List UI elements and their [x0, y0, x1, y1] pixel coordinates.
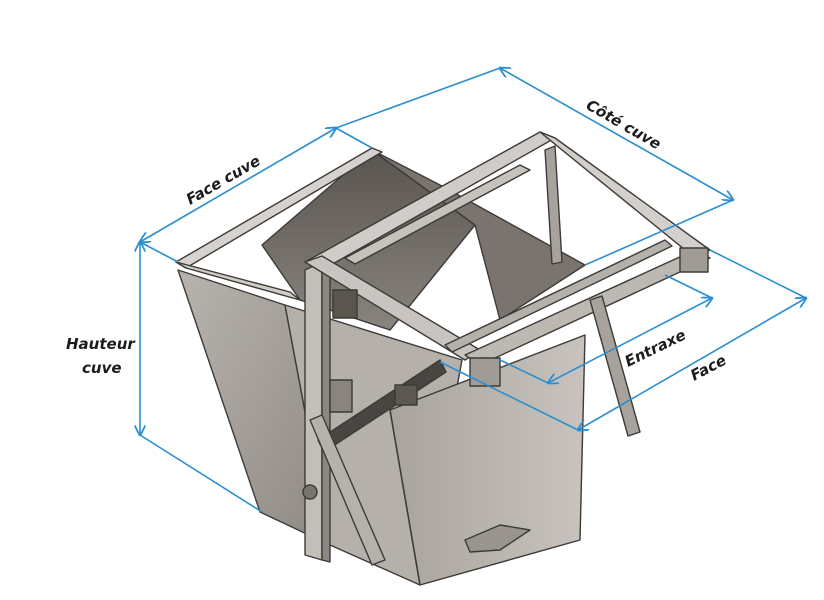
latch-plate: [394, 384, 418, 406]
dim-face-cuve-line: [140, 128, 336, 242]
tank-rim-left: [175, 261, 301, 301]
dim-ext-6: [439, 361, 579, 431]
label-cote-cuve: Côté cuve: [583, 96, 664, 153]
label-face: Face: [687, 351, 729, 385]
dim-ext-5: [139, 434, 263, 513]
dim-ext-4: [584, 199, 734, 266]
frame-inner-bar-2: [444, 239, 673, 353]
frame-left-post-side: [321, 261, 331, 563]
label-entraxe: Entraxe: [622, 326, 689, 371]
dim-ext-7: [709, 249, 807, 299]
frame-corner-block-front: [469, 357, 501, 387]
diagonal-strut: [309, 414, 386, 566]
frame-left-post: [304, 261, 323, 561]
tank-foot: [464, 524, 531, 553]
label-hauteur: Hauteur: [66, 335, 136, 353]
label-hauteur-cuve: cuve: [82, 359, 122, 377]
dim-ext-9: [664, 274, 713, 299]
label-face-cuve: Face cuve: [183, 152, 263, 209]
dim-entraxe-line: [548, 298, 712, 383]
latch-bracket: [329, 379, 353, 413]
frame-corner-block-right: [679, 247, 709, 273]
dim-ext-2: [139, 241, 179, 263]
dimensions: [139, 67, 807, 513]
tank-seam: [389, 409, 421, 586]
tank-body: [175, 147, 586, 586]
frame-right-rail: [539, 131, 711, 259]
hinge-block: [332, 289, 358, 319]
dim-cote-cuve-line: [500, 68, 733, 200]
pivot-bolt: [302, 484, 318, 500]
dim-ext-8: [499, 359, 549, 384]
dim-ext-3: [335, 67, 501, 129]
dim-ext-1: [335, 127, 373, 149]
tank-inner-right-wall: [371, 149, 586, 321]
